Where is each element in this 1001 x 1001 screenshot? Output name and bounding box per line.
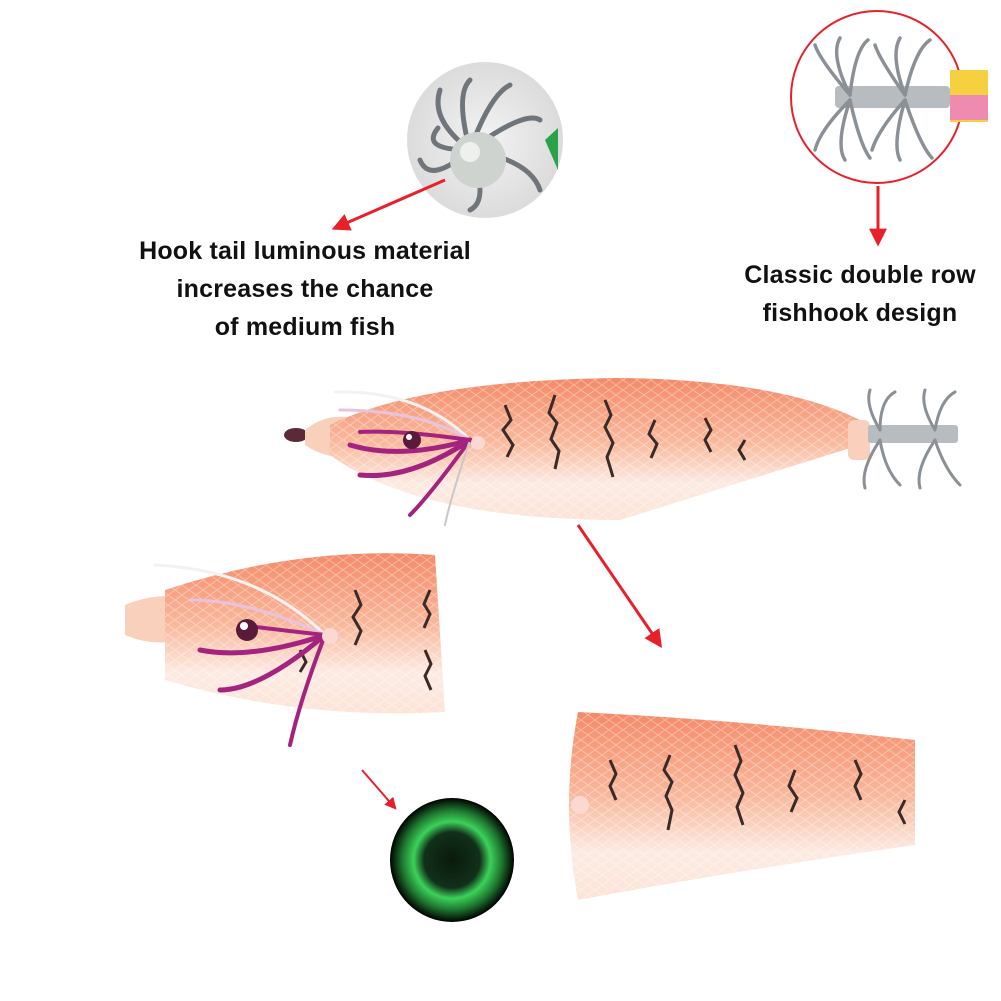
caption-luminous-material: Hook tail luminous material increases th…	[120, 232, 490, 346]
hook-closeup-right	[790, 10, 988, 184]
red-arrow-icon	[576, 524, 663, 648]
caption-line: Classic double row	[744, 261, 976, 289]
squid-jig-lure	[284, 378, 962, 526]
lure-rear-section	[569, 712, 915, 900]
lure-front-section	[125, 553, 445, 747]
caption-double-row-hook: Classic double row fishhook design	[740, 256, 980, 332]
caption-line: fishhook design	[762, 299, 958, 327]
caption-line: increases the chance	[176, 275, 434, 303]
glow-ring	[390, 798, 514, 922]
hook-closeup-left	[407, 62, 563, 218]
red-arrow-icon	[331, 178, 446, 231]
caption-line: of medium fish	[214, 313, 396, 341]
caption-line: Hook tail luminous material	[139, 237, 471, 265]
red-arrow-icon	[361, 769, 397, 810]
